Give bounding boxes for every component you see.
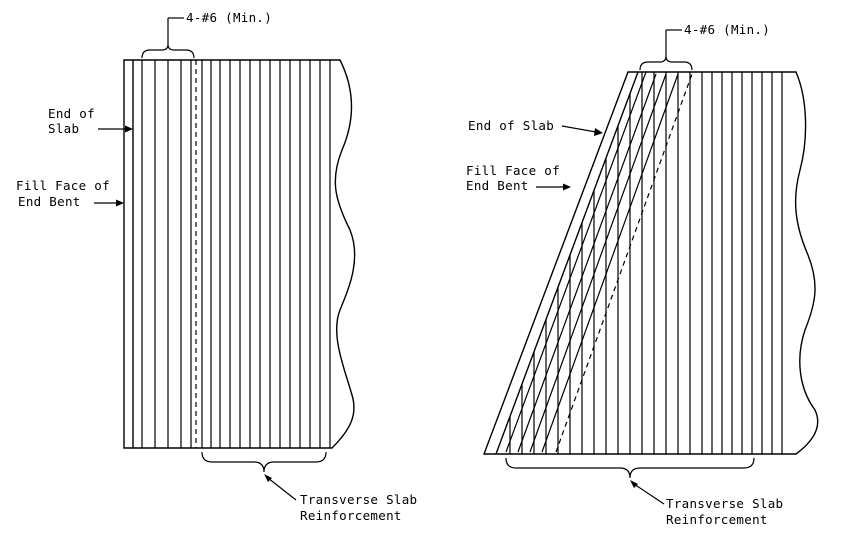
right-transverse-label-1: Transverse Slab (666, 496, 783, 511)
right-skew-bar (541, 73, 679, 453)
left-bottom-arrow (264, 474, 272, 482)
right-dashed-bar (555, 73, 693, 453)
left-detail-square-end: 4-#6 (Min.) End of Slab Fill Face of End… (16, 10, 417, 523)
right-bottom-arrow (630, 480, 638, 488)
left-end-of-slab-arrow (125, 125, 133, 133)
right-transverse-label-2: Reinforcement (666, 512, 768, 527)
left-transverse-label-1: Transverse Slab (300, 492, 417, 507)
left-top-brace (141, 43, 195, 59)
right-bottom-leader (633, 483, 665, 505)
right-callout-text: 4-#6 (Min.) (684, 22, 770, 37)
left-fill-face-label-1: Fill Face of (16, 178, 110, 193)
right-detail-skewed-end: 4-#6 (Min.) End of Slab Fill Face of End… (466, 22, 819, 527)
right-end-of-slab-line (495, 71, 639, 455)
right-bottom-brace (505, 457, 755, 479)
right-top-brace (639, 55, 693, 71)
right-end-of-slab-arrow (594, 128, 603, 136)
left-fill-face-label-2: End Bent (18, 194, 81, 209)
right-fill-face-label-2: End Bent (466, 178, 529, 193)
right-skew-bar (517, 73, 657, 453)
right-slab-outline (482, 71, 819, 455)
right-end-of-slab-label: End of Slab (468, 118, 554, 133)
left-transverse-label-2: Reinforcement (300, 508, 402, 523)
right-fill-face-arrow (563, 183, 571, 191)
left-end-of-slab-label-1: End of (48, 106, 95, 121)
left-callout-text: 4-#6 (Min.) (186, 10, 272, 25)
left-longitudinal-bars (141, 60, 331, 448)
right-skew-bar (529, 73, 667, 453)
right-skew-bars (505, 71, 679, 453)
right-end-of-slab-leader (561, 125, 597, 133)
left-bottom-leader (267, 477, 297, 501)
right-longitudinal-bars (509, 72, 783, 454)
right-skew-bar (505, 71, 647, 453)
left-fill-face-arrow (116, 199, 124, 207)
right-fill-face-label-1: Fill Face of (466, 163, 560, 178)
left-slab-outline (123, 59, 356, 449)
left-end-of-slab-label-2: Slab (48, 121, 79, 136)
left-bottom-brace (201, 451, 327, 473)
